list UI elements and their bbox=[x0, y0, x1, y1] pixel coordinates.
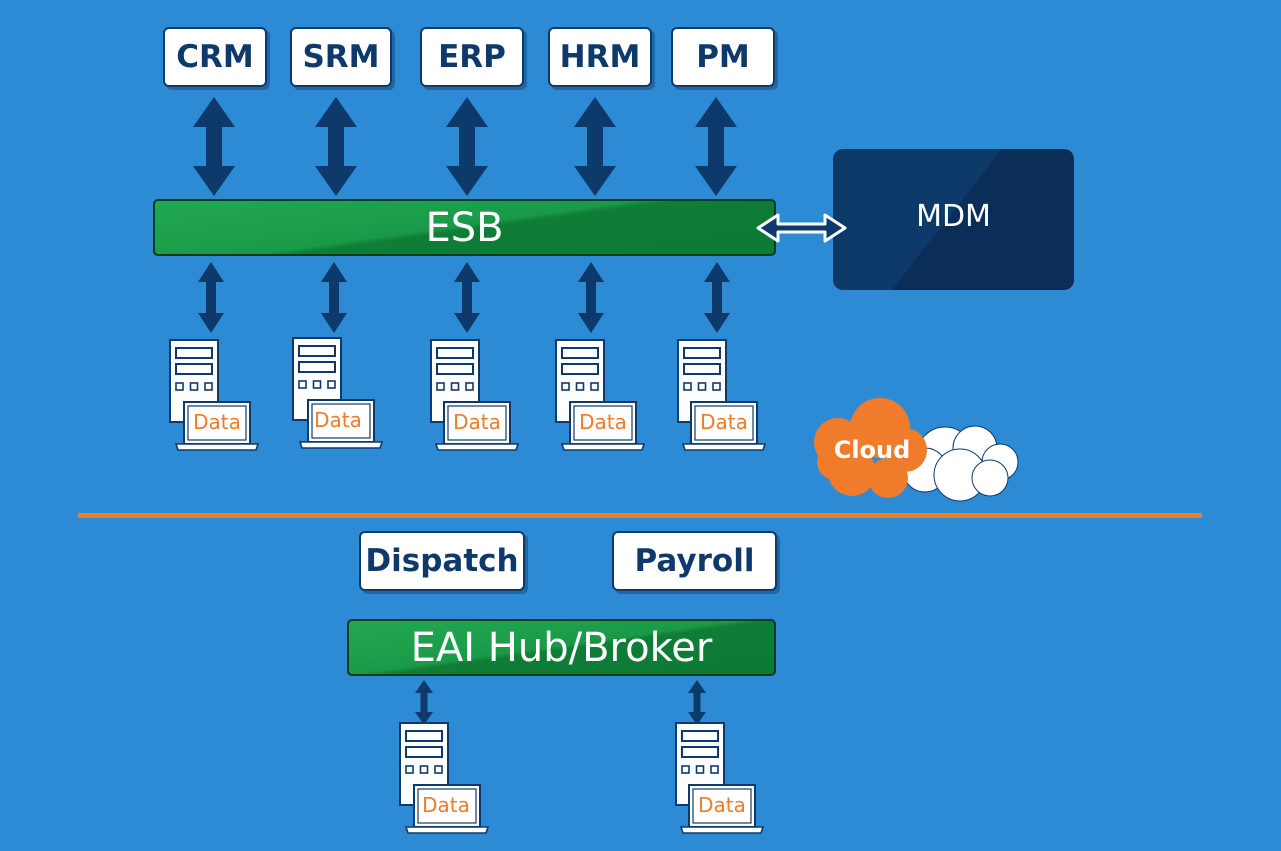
server-port-icon bbox=[189, 382, 199, 391]
server-port-icon bbox=[298, 380, 307, 389]
esb-bus: ESB bbox=[153, 199, 776, 256]
double-arrow-icon bbox=[454, 262, 480, 333]
server-port-icon bbox=[450, 382, 460, 391]
app-label: HRM bbox=[559, 39, 641, 75]
server-port-icon bbox=[405, 765, 414, 774]
laptop-base-icon bbox=[404, 826, 490, 834]
cloud-label: Cloud bbox=[833, 436, 911, 464]
eai-label: EAI Hub/Broker bbox=[410, 624, 713, 671]
system-label: Payroll bbox=[634, 543, 755, 579]
server-drive-icon bbox=[561, 363, 599, 375]
server-drive-icon bbox=[681, 730, 719, 742]
cloud-icon bbox=[868, 458, 908, 498]
app-box-erp: ERP bbox=[420, 27, 524, 87]
server-drive-icon bbox=[561, 347, 599, 359]
data-label: Data bbox=[453, 410, 501, 434]
app-label: ERP bbox=[438, 39, 506, 75]
laptop-base-icon bbox=[434, 443, 520, 451]
data-label: Data bbox=[193, 410, 241, 434]
server-drive-icon bbox=[298, 361, 336, 373]
double-arrow-icon bbox=[574, 97, 616, 196]
double-arrow-icon bbox=[578, 262, 604, 333]
data-label: Data bbox=[579, 410, 627, 434]
laptop-display-icon bbox=[692, 788, 752, 824]
server-drive-icon bbox=[298, 345, 336, 357]
server-port-icon bbox=[697, 382, 707, 391]
laptop-base-icon bbox=[298, 441, 384, 449]
app-box-crm: CRM bbox=[163, 27, 267, 87]
server-port-icon bbox=[695, 765, 705, 774]
server-drive-icon bbox=[681, 746, 719, 758]
app-label: PM bbox=[696, 39, 750, 75]
server-port-icon bbox=[175, 382, 184, 391]
app-label: CRM bbox=[176, 39, 254, 75]
server-port-icon bbox=[312, 380, 322, 389]
server-port-icon bbox=[561, 382, 570, 391]
app-label: SRM bbox=[302, 39, 380, 75]
server-port-icon bbox=[204, 382, 213, 391]
server-port-icon bbox=[575, 382, 585, 391]
app-box-srm: SRM bbox=[290, 27, 392, 87]
server-drive-icon bbox=[405, 730, 443, 742]
cloud-icon bbox=[971, 459, 1009, 497]
server-port-icon bbox=[590, 382, 599, 391]
laptop-base-icon bbox=[681, 443, 767, 451]
laptop-base-icon bbox=[174, 443, 260, 451]
double-arrow-icon bbox=[756, 213, 847, 243]
server-drive-icon bbox=[683, 363, 721, 375]
data-label: Data bbox=[698, 793, 746, 817]
app-box-pm: PM bbox=[671, 27, 775, 87]
server-port-icon bbox=[681, 765, 690, 774]
esb-label: ESB bbox=[425, 204, 504, 251]
double-arrow-icon bbox=[688, 680, 706, 725]
laptop-display-icon bbox=[187, 405, 247, 441]
double-arrow-icon bbox=[704, 262, 730, 333]
server-port-icon bbox=[436, 382, 445, 391]
laptop-display-icon bbox=[447, 405, 507, 441]
server-port-icon bbox=[327, 380, 336, 389]
data-label: Data bbox=[422, 793, 470, 817]
mdm-box: MDM bbox=[833, 149, 1074, 290]
cloud-icon bbox=[817, 444, 853, 480]
laptop-base-icon bbox=[560, 443, 646, 451]
laptop-display-icon bbox=[573, 405, 633, 441]
server-drive-icon bbox=[436, 363, 474, 375]
server-port-icon bbox=[710, 765, 719, 774]
server-drive-icon bbox=[436, 347, 474, 359]
app-box-hrm: HRM bbox=[548, 27, 652, 87]
double-arrow-icon bbox=[415, 680, 433, 725]
system-box-payroll: Payroll bbox=[612, 531, 777, 591]
data-label: Data bbox=[700, 410, 748, 434]
laptop-display-icon bbox=[311, 403, 371, 439]
system-label: Dispatch bbox=[365, 543, 519, 579]
server-port-icon bbox=[712, 382, 721, 391]
section-divider bbox=[78, 513, 1202, 518]
laptop-display-icon bbox=[417, 788, 477, 824]
server-port-icon bbox=[465, 382, 474, 391]
data-label: Data bbox=[314, 408, 362, 432]
server-port-icon bbox=[683, 382, 692, 391]
server-drive-icon bbox=[405, 746, 443, 758]
server-drive-icon bbox=[683, 347, 721, 359]
laptop-display-icon bbox=[694, 405, 754, 441]
server-drive-icon bbox=[175, 363, 213, 375]
server-port-icon bbox=[419, 765, 429, 774]
mdm-label: MDM bbox=[916, 199, 991, 234]
system-box-dispatch: Dispatch bbox=[359, 531, 525, 591]
double-arrow-icon bbox=[193, 97, 235, 196]
double-arrow-icon bbox=[446, 97, 488, 196]
double-arrow-icon bbox=[321, 262, 347, 333]
laptop-base-icon bbox=[679, 826, 765, 834]
double-arrow-icon bbox=[695, 97, 737, 196]
eai-hub-bus: EAI Hub/Broker bbox=[347, 619, 776, 676]
double-arrow-icon bbox=[198, 262, 224, 333]
server-port-icon bbox=[434, 765, 443, 774]
double-arrow-icon bbox=[315, 97, 357, 196]
server-drive-icon bbox=[175, 347, 213, 359]
